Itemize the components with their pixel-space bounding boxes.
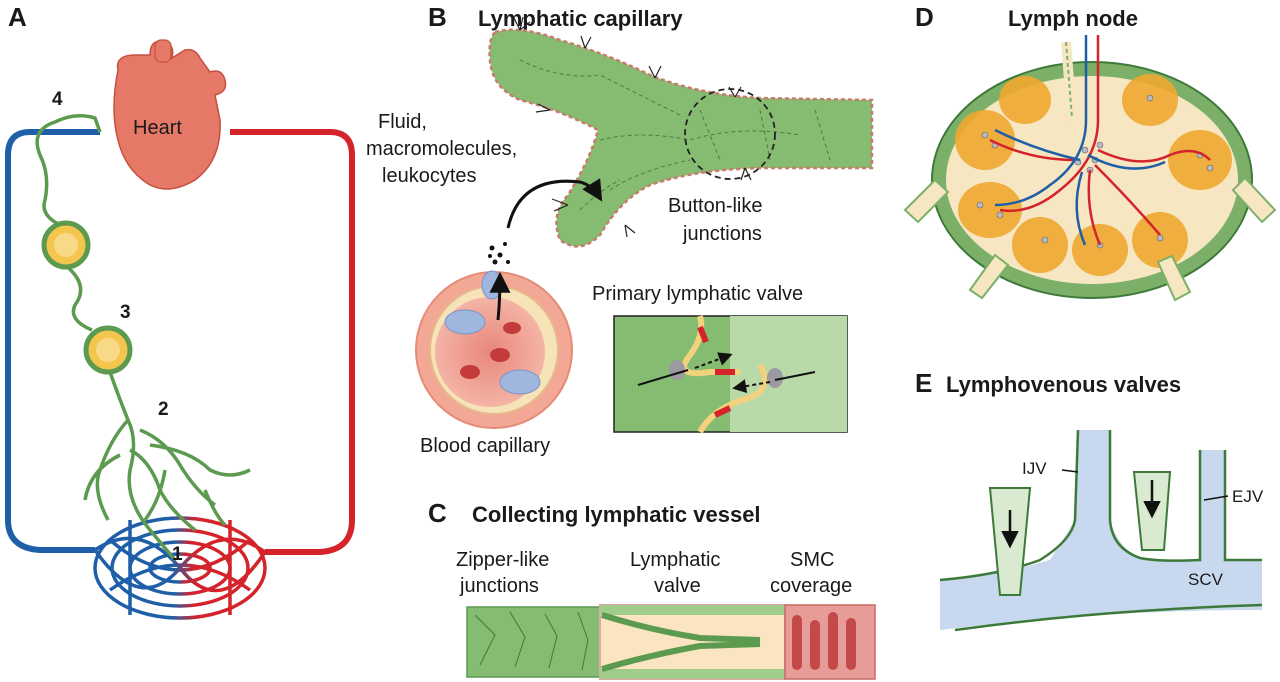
smc-label-line1: SMC — [790, 549, 834, 571]
fluid-label-line1: Fluid, — [378, 111, 427, 133]
primary-valve-inset — [613, 315, 848, 434]
ijv-leader — [1061, 469, 1079, 473]
anchoring-filaments — [513, 16, 752, 238]
fluid-label-line3: leukocytes — [382, 165, 477, 187]
button-label-line2: junctions — [682, 223, 762, 245]
scv-label: SCV — [1188, 570, 1224, 589]
panel-a-letter: A — [8, 2, 27, 32]
capillary-bed — [93, 516, 267, 620]
zipper-label-line1: Zipper-like — [456, 549, 549, 571]
lymphatic-network — [35, 114, 251, 562]
panel-d: D Lymph node — [903, 2, 1277, 302]
panel-d-letter: D — [915, 2, 934, 32]
primary-valve-label: Primary lymphatic valve — [592, 283, 803, 305]
fluid-uptake-arrow — [506, 178, 603, 229]
panel-e-letter: E — [915, 368, 932, 398]
arterial-loop — [230, 129, 355, 555]
ejv-label: EJV — [1232, 487, 1264, 506]
panel-c-letter: C — [428, 498, 447, 528]
smc-label-line2: coverage — [770, 575, 852, 597]
lymphatic-valve-label-line1: Lymphatic — [630, 549, 720, 571]
collecting-vessel — [466, 604, 876, 680]
fluid-label-line2: macromolecules, — [366, 138, 517, 160]
zipper-label-line2: junctions — [459, 575, 539, 597]
panel-e: E Lymphovenous valves IJV EJV SCV — [915, 368, 1264, 632]
panel-b-letter: B — [428, 2, 447, 32]
label-2: 2 — [158, 399, 169, 420]
label-3: 3 — [120, 302, 131, 323]
button-label-line1: Button-like — [668, 195, 763, 217]
panel-a: A Heart — [5, 2, 355, 620]
capillary-junction-lines — [519, 59, 831, 211]
lymphatic-valve-label-line2: valve — [654, 575, 701, 597]
lymph-node-upper — [41, 220, 91, 270]
ejv-leader — [1203, 495, 1229, 501]
label-4: 4 — [52, 89, 63, 110]
panel-c-title: Collecting lymphatic vessel — [472, 502, 761, 527]
heart-icon — [113, 39, 227, 190]
panel-b-title: Lymphatic capillary — [478, 6, 683, 31]
blood-capillary-label: Blood capillary — [420, 435, 550, 457]
ijv-label: IJV — [1022, 459, 1047, 478]
venous-loop — [5, 129, 100, 553]
panel-b: B Lymphatic capillary Fluid, macromolecu… — [366, 2, 874, 457]
extravasation-arrow — [489, 271, 511, 321]
blood-capillary-icon — [415, 270, 573, 429]
lymphovenous-junction — [939, 429, 1263, 632]
label-1: 1 — [172, 544, 183, 565]
particles — [488, 242, 510, 265]
lymph-node-lower — [83, 325, 133, 375]
panel-e-title: Lymphovenous valves — [946, 372, 1181, 397]
heart-label: Heart — [133, 117, 182, 139]
panel-d-title: Lymph node — [1008, 6, 1138, 31]
panel-c: C Collecting lymphatic vessel Zipper-lik… — [428, 498, 876, 680]
lymph-node-icon — [903, 35, 1277, 302]
